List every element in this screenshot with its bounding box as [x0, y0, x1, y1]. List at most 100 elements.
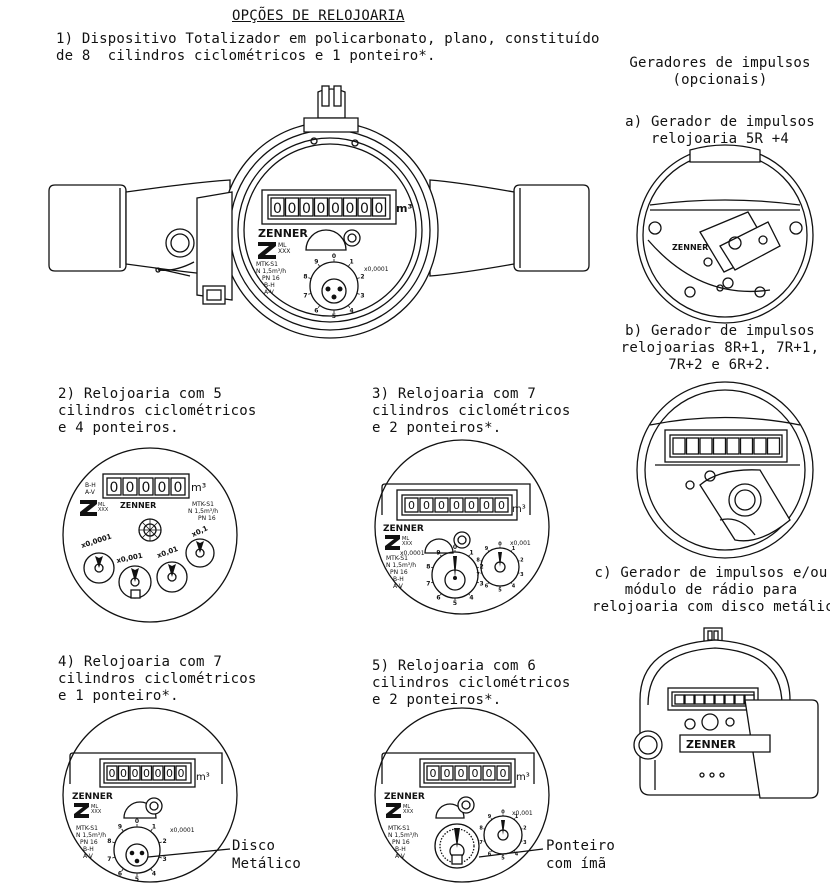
dial-scale-digit: 1	[152, 824, 156, 831]
dial-scale-tick	[150, 828, 153, 832]
callout-disco-line-2: Metálico	[232, 856, 302, 872]
counter-drum-digit: 0	[302, 201, 311, 217]
counter-drum	[404, 497, 419, 513]
generator-b-line-2: relojoarias 8R+1, 7R+1,	[620, 340, 820, 356]
option-5-line-3: e 2 ponteiros*.	[372, 692, 502, 708]
counter-drum-digit: 0	[142, 480, 151, 496]
counter-drum-digit: 0	[408, 499, 415, 512]
counter-drum	[479, 497, 494, 513]
o5-flow-label: N 1,5m³/h	[388, 832, 418, 839]
dial-scale-digit: 5	[498, 588, 502, 594]
dial-scale-digit: 6	[314, 307, 318, 314]
counter-drum	[106, 477, 122, 496]
counter-drum	[672, 437, 686, 455]
o2-pn-label: PN 16	[198, 515, 216, 522]
counter-drum	[712, 437, 727, 455]
counter-drum-digit: 0	[472, 767, 479, 780]
counter-drum	[674, 694, 685, 705]
counter-drum-digit: 0	[360, 201, 369, 217]
dial-scale-digit: 2	[360, 274, 364, 281]
o4-bh-label: B-H	[83, 846, 94, 853]
dial-scale-digit: 8	[479, 826, 483, 832]
counter-drum-digit: 0	[158, 480, 167, 496]
main-model-label: MTK-S1	[256, 261, 278, 268]
dial-scale-tick	[439, 593, 443, 596]
counter-drum	[426, 765, 440, 781]
dial-scale-digit: 6	[118, 871, 122, 878]
main-ml-label: ML	[278, 242, 287, 249]
o3-pn-label: PN 16	[390, 569, 408, 576]
o5-unit-label: m³	[516, 772, 530, 783]
dial-scale-digit: 4	[512, 583, 516, 589]
generator-b-line-3: 7R+2 e 6R+2.	[668, 357, 772, 373]
dial-scale-tick	[520, 828, 523, 830]
dial-scale-digit: 9	[436, 549, 440, 556]
generator-c-line-3: relojoaria com disco metálico	[592, 599, 830, 615]
dial-scale-tick	[480, 560, 483, 562]
dial-scale-tick	[357, 277, 360, 279]
dial-scale-digit: 3	[163, 856, 167, 863]
o3-bh-label: B-H	[393, 576, 404, 583]
counter-drum-digit: 0	[126, 480, 135, 496]
main-pn-label: PN 16	[262, 275, 280, 282]
counter-drum-digit: 0	[178, 767, 185, 780]
counter-drum-digit: 0	[486, 767, 493, 780]
dial-scale-digit: 6	[488, 851, 492, 857]
counter-drum	[328, 197, 343, 217]
counter-drum-digit: 0	[110, 480, 119, 496]
o4-unit-label: m³	[196, 772, 210, 783]
counter-drum	[704, 694, 715, 705]
counter-drum	[106, 765, 118, 781]
counter-drum	[122, 477, 138, 496]
counter-drum-digit: 0	[458, 767, 465, 780]
dial-scale-digit: 3	[520, 572, 524, 578]
dial-scale-digit: 9	[118, 824, 122, 831]
o4-av-label: A-V	[83, 853, 94, 860]
dial-scale-digit: 7	[479, 840, 483, 846]
option-4-line-1: 4) Relojoaria com 7	[58, 654, 222, 670]
counter-drum-digit: 0	[120, 767, 127, 780]
counter-drum-digit: 0	[444, 767, 451, 780]
dial-scale-tick	[308, 293, 311, 295]
dial-scale-digit: 5	[501, 856, 505, 862]
dial-scale-digit: 4	[152, 871, 156, 878]
counter-drum-digit: 0	[375, 201, 384, 217]
dial-scale-tick	[317, 263, 320, 267]
dial-scale-digit: 1	[350, 259, 354, 266]
o3-factor-label-left: x0,0001	[400, 550, 425, 557]
dial-scale-digit: 1	[469, 549, 473, 556]
main-unit-label: m³	[396, 202, 412, 215]
o5-bh-label: B-H	[395, 846, 406, 853]
counter-drum	[766, 437, 781, 455]
option-2-line-3: e 4 ponteiros.	[58, 420, 179, 436]
dial-scale-digit: 8	[426, 563, 430, 570]
o5-av-label: A-V	[395, 853, 406, 860]
dial-scale-tick	[159, 841, 162, 844]
option-5-line-1: 5) Relojoaria com 6	[372, 658, 536, 674]
generator-b-drawing	[636, 381, 814, 559]
o3-model-label: MTK-S1	[386, 555, 408, 562]
generator-c-drawing: ZENNER	[633, 627, 819, 799]
option-2-line-2: cilindros ciclométricos	[58, 403, 257, 419]
o4-pn-label: PN 16	[80, 839, 98, 846]
option-4-line-2: cilindros ciclométricos	[58, 671, 257, 687]
counter-drum	[734, 694, 745, 705]
dial-scale-digit: 9	[488, 814, 492, 820]
counter-drum	[454, 765, 468, 781]
main-factor-label: x0,0001	[364, 266, 389, 273]
dial-scale-tick	[357, 293, 360, 295]
dial-scale-digit: 0	[498, 542, 502, 548]
counter-drum	[299, 197, 314, 217]
main-bh-label: B-H	[264, 282, 275, 289]
dial-scale-tick	[513, 818, 516, 821]
counter-drum	[753, 437, 767, 455]
o2-unit-label: m³	[191, 481, 206, 494]
counter-drum	[739, 437, 754, 455]
counter-drum	[140, 765, 153, 781]
dial-scale-tick	[517, 572, 520, 574]
callout-ponteiro-line-2: com ímã	[546, 856, 607, 872]
dial-scale-digit: 3	[360, 292, 364, 299]
